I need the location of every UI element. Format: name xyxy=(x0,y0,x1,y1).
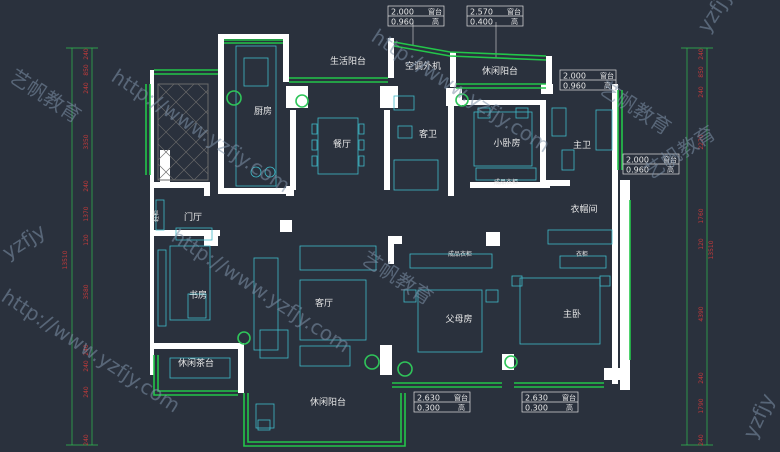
window-sill-height: 0.960 xyxy=(391,18,414,27)
room-label-living-balcony: 生活阳台 xyxy=(330,55,366,67)
window-sill-height: 0.300 xyxy=(525,404,548,413)
window-sill-height: 0.960 xyxy=(626,166,649,175)
right-dimension-value: 850 xyxy=(698,66,705,78)
window-sill-height: 0.960 xyxy=(563,82,586,91)
window-width: 2.630 xyxy=(417,394,440,403)
window-sill-height: 0.400 xyxy=(470,18,493,27)
left-total-dimension: 13510 xyxy=(62,250,69,269)
window-height-label: 高 xyxy=(458,403,465,412)
left-dimension-value: 850 xyxy=(83,64,90,76)
room-label-cloakroom: 衣帽间 xyxy=(570,203,597,215)
window-height-label: 高 xyxy=(667,165,674,174)
window-sill-height: 0.300 xyxy=(417,404,440,413)
windows-and-railings xyxy=(145,39,631,447)
right-dimension-value: 1790 xyxy=(698,398,705,413)
left-dimension-value: 3580 xyxy=(83,284,90,299)
right-dimensions: 240 850 240 2270 1760 120 4390 240 1790 240 xyxy=(698,48,705,446)
left-dimension-value: 3350 xyxy=(83,134,90,149)
window-height-label: 高 xyxy=(432,17,439,26)
watermark-short-2: yzfjy xyxy=(0,219,50,265)
left-dimension-value: 240 xyxy=(83,434,90,446)
room-label-leisure-balcony-top: 休闲阳台 xyxy=(482,65,518,77)
left-dimension-value: 240 xyxy=(83,344,90,356)
left-dimension-value: 1370 xyxy=(83,206,90,221)
window-height-label: 高 xyxy=(511,17,518,26)
window-sill-label: 窗台 xyxy=(600,71,614,80)
left-dimension-value: 240 xyxy=(83,180,90,192)
right-dimension-value: 240 xyxy=(698,434,705,446)
plants xyxy=(226,90,518,377)
window-width: 2.000 xyxy=(391,8,414,17)
cabinet-label-master-wardrobe: 衣柜 xyxy=(576,250,588,258)
left-dimension-value: 240 xyxy=(83,360,90,372)
window-width: 2.630 xyxy=(525,394,548,403)
room-label-ac-unit: 空调外机 xyxy=(405,60,441,72)
right-dimension-lines xyxy=(681,47,713,446)
room-label-living: 客厅 xyxy=(315,297,333,309)
watermark-short-3: yzfjy xyxy=(738,389,780,442)
right-dimension-value: 120 xyxy=(698,238,705,250)
window-sill-label: 窗台 xyxy=(507,7,521,16)
left-dimension-value: 120 xyxy=(83,234,90,246)
room-label-leisure-balcony-bottom: 休闲阳台 xyxy=(310,396,346,408)
window-sill-label: 窗台 xyxy=(663,155,677,164)
watermark-brand-1: 艺帆教育 xyxy=(5,64,85,128)
cabinet-label-parents-wardrobe: 成品衣柜 xyxy=(448,250,472,258)
left-dimension-lines xyxy=(66,47,98,446)
hatched-balcony xyxy=(157,83,209,181)
window-height-label: 高 xyxy=(566,403,573,412)
exterior-walls xyxy=(150,34,630,393)
right-dimension-value: 2270 xyxy=(698,134,705,149)
window-spec-boxes: 2.0000.960窗台高2.5700.400窗台高2.0000.960窗台高2… xyxy=(387,5,680,413)
window-height-label: 高 xyxy=(604,81,611,90)
window-sill-label: 窗台 xyxy=(454,393,468,402)
room-label-dining: 餐厅 xyxy=(333,138,351,150)
cabinet-label-shoe: 鞋柜 xyxy=(152,210,160,222)
right-dimension-value: 1760 xyxy=(698,208,705,223)
room-label-master-bath: 主卫 xyxy=(573,139,591,151)
watermark-brand-3: 艺帆教育 xyxy=(595,76,675,140)
room-label-parents-room: 父母房 xyxy=(445,313,472,325)
room-label-master-bedroom: 主卧 xyxy=(563,308,581,320)
room-label-study: 书房 xyxy=(189,289,207,301)
room-label-small-bedroom: 小卧房 xyxy=(493,137,520,149)
window-width: 2.570 xyxy=(470,8,493,17)
cabinet-labels: 成品衣柜 成品衣柜 衣柜 鞋柜 xyxy=(152,178,588,258)
left-dimensions: 240 850 240 3350 240 1370 120 3580 240 240 240 240 xyxy=(83,48,90,446)
room-label-leisure-tea: 休闲茶台 xyxy=(178,357,214,369)
room-label-entry: 门厅 xyxy=(184,211,202,223)
left-dimension-value: 240 xyxy=(83,48,90,60)
right-dimension-value: 240 xyxy=(698,86,705,98)
room-label-kitchen: 厨房 xyxy=(254,105,272,117)
right-dimension-value: 4390 xyxy=(698,306,705,321)
room-labels: 厨房 生活阳台 空调外机 休闲阳台 餐厅 客卫 小卧房 主卫 衣帽间 门厅 书房… xyxy=(178,55,598,408)
window-width: 2.000 xyxy=(626,156,649,165)
window-width: 2.000 xyxy=(563,72,586,81)
right-dimension-value: 240 xyxy=(698,48,705,60)
watermark-brand-2: 艺帆教育 xyxy=(357,246,437,310)
furniture-outlines xyxy=(155,45,613,431)
left-dimension-value: 240 xyxy=(83,386,90,398)
window-sill-label: 窗台 xyxy=(562,393,576,402)
watermark-short-1: yzfjy xyxy=(692,0,738,37)
left-dimension-value: 240 xyxy=(83,82,90,94)
right-total-dimension: 13510 xyxy=(708,240,715,259)
room-label-guest-bath: 客卫 xyxy=(419,128,437,140)
cabinet-label-small-wardrobe: 成品衣柜 xyxy=(494,178,518,186)
right-dimension-value: 240 xyxy=(698,372,705,384)
window-sill-label: 窗台 xyxy=(428,7,442,16)
